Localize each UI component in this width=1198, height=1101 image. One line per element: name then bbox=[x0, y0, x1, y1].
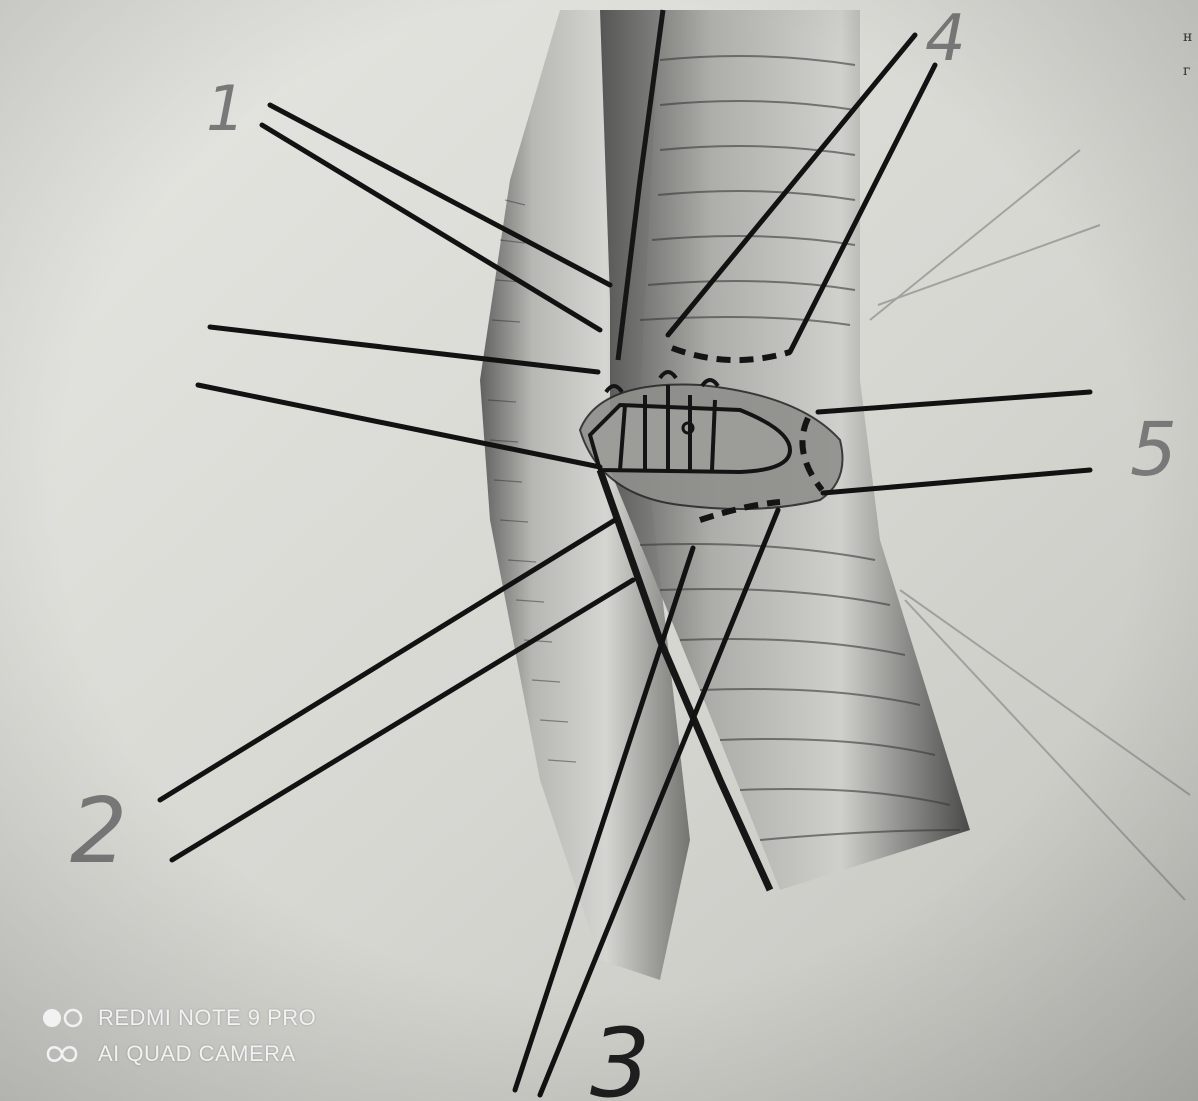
watermark-model: REDMI NOTE 9 PRO bbox=[98, 1005, 316, 1031]
watermark-camera: AI QUAD CAMERA bbox=[98, 1041, 296, 1067]
dual-circle-camera-icon bbox=[40, 1003, 92, 1033]
camera-watermark: REDMI NOTE 9 PRO AI QUAD CAMERA bbox=[40, 1000, 316, 1072]
infinity-lens-icon bbox=[40, 1039, 92, 1069]
page-edge-text: н г bbox=[1183, 20, 1198, 88]
